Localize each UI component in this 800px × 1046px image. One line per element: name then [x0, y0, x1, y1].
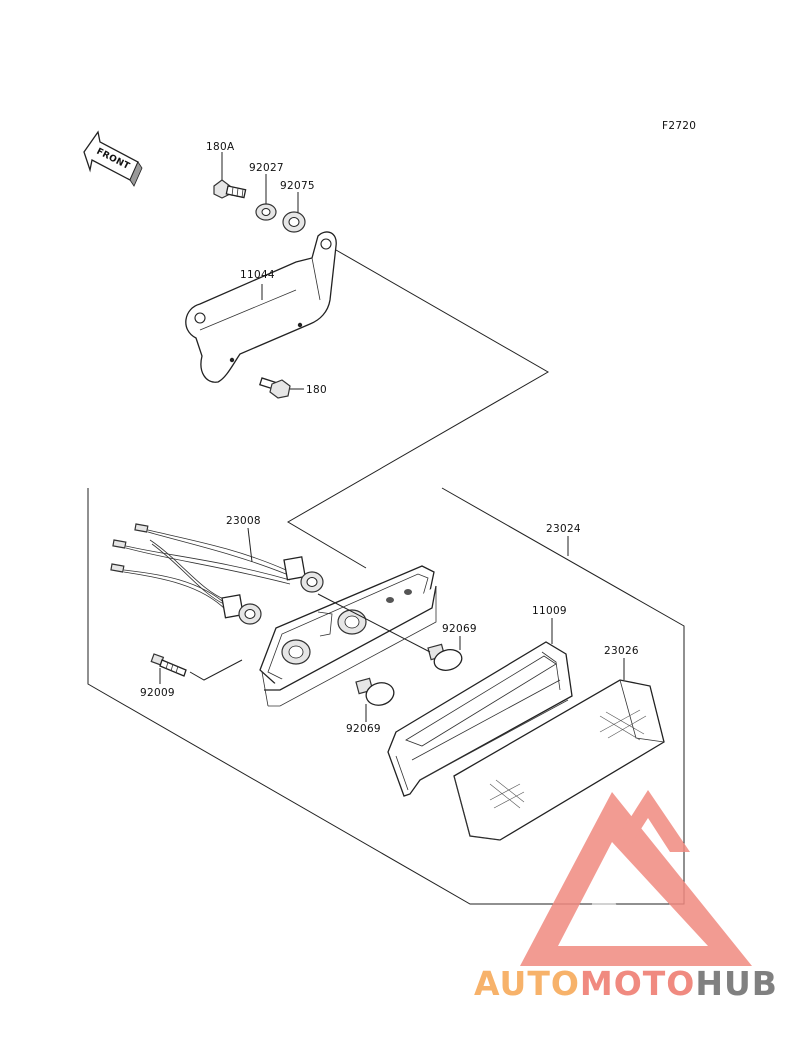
label-11044: 11044 — [240, 269, 275, 281]
watermark-moto: MOTO — [579, 964, 696, 1003]
label-11009: 11009 — [532, 605, 567, 617]
watermark-wordmark: AUTOMOTOHUB — [474, 964, 778, 1003]
screw-92009 — [150, 653, 187, 677]
leader-screw-axis — [189, 659, 243, 681]
label-180a: 180A — [206, 141, 235, 153]
leader-23008 — [247, 527, 253, 563]
bolt-180 — [259, 377, 291, 399]
watermark-auto: AUTO — [474, 964, 580, 1003]
label-23026: 23026 — [604, 645, 639, 657]
label-180: 180 — [306, 384, 327, 396]
label-23008: 23008 — [226, 515, 261, 527]
watermark-logo-icon — [520, 790, 752, 966]
bulb-92069-lower — [355, 677, 395, 706]
collar-92027 — [255, 203, 277, 221]
lamp-housing — [259, 565, 437, 707]
label-92027: 92027 — [249, 162, 284, 174]
label-92075: 92075 — [280, 180, 315, 192]
wiring-harness-23008 — [110, 523, 324, 625]
label-23024: 23024 — [546, 523, 581, 535]
grommet-92075 — [282, 211, 306, 233]
bracket-11044 — [185, 231, 337, 383]
label-92069-upper: 92069 — [442, 623, 477, 635]
figure-code: F2720 — [662, 120, 696, 132]
leader-bulb-upper-axis — [317, 593, 431, 653]
watermark-hub: HUB — [695, 964, 778, 1003]
label-92069-lower: 92069 — [346, 723, 381, 735]
lens-23026 — [453, 679, 665, 841]
bolt-180a — [213, 179, 247, 199]
bulb-92069-upper — [427, 643, 463, 671]
front-arrow-icon: FRONT — [83, 130, 143, 187]
bezel-11009 — [387, 641, 573, 797]
assembly-leader-line — [287, 249, 550, 569]
label-92009: 92009 — [140, 687, 175, 699]
